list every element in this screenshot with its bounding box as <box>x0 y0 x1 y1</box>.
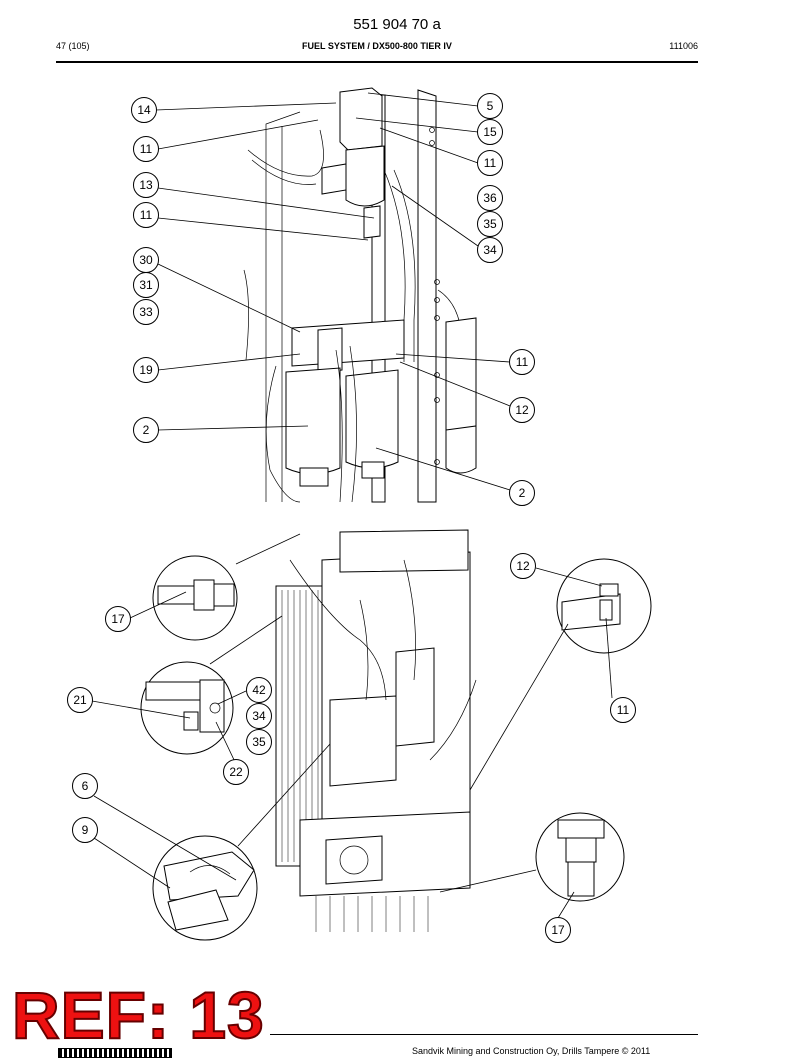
page-reference: 47 (105) <box>56 41 90 51</box>
callout-12: 12 <box>509 397 535 423</box>
callout-33: 33 <box>133 299 159 325</box>
svg-text:12: 12 <box>516 559 530 573</box>
svg-text:5: 5 <box>487 99 494 113</box>
company-logo <box>58 1048 172 1058</box>
callout-15: 15 <box>477 119 503 145</box>
callout-42: 42 <box>246 677 272 703</box>
page-header: 47 (105) FUEL SYSTEM / DX500-800 TIER IV… <box>56 41 698 55</box>
svg-text:11: 11 <box>140 142 153 156</box>
detail-circle-6-9 <box>152 835 258 941</box>
callout-35: 35 <box>246 729 272 755</box>
detail-circle-17-bottom <box>535 812 625 902</box>
callout-31: 31 <box>133 272 159 298</box>
callout-5: 5 <box>477 93 503 119</box>
svg-text:31: 31 <box>139 278 153 292</box>
detail-circle-21-42 <box>140 661 234 755</box>
upper-callouts: 14 11 13 11 30 31 33 19 2 5 15 11 36 35 … <box>131 93 535 506</box>
footer-copyright: Sandvik Mining and Construction Oy, Dril… <box>412 1046 651 1056</box>
svg-text:6: 6 <box>82 779 89 793</box>
callout-6: 6 <box>72 773 98 799</box>
svg-text:11: 11 <box>140 208 153 222</box>
callout-36: 36 <box>477 185 503 211</box>
callout-11: 11 <box>509 349 535 375</box>
callout-11: 11 <box>477 150 503 176</box>
svg-text:17: 17 <box>111 612 125 626</box>
document-date: 111006 <box>669 41 698 51</box>
svg-text:11: 11 <box>484 156 497 170</box>
callout-11: 11 <box>133 202 159 228</box>
svg-text:14: 14 <box>137 103 151 117</box>
svg-text:2: 2 <box>143 423 150 437</box>
lower-engine-illustration <box>275 529 477 932</box>
callout-17: 17 <box>545 917 571 943</box>
svg-text:15: 15 <box>483 125 497 139</box>
svg-text:12: 12 <box>515 403 529 417</box>
svg-text:22: 22 <box>229 765 243 779</box>
svg-text:35: 35 <box>252 735 266 749</box>
svg-text:30: 30 <box>139 253 153 267</box>
svg-text:19: 19 <box>139 363 153 377</box>
svg-text:9: 9 <box>82 823 89 837</box>
callout-21: 21 <box>67 687 93 713</box>
detail-circle-17-top <box>152 555 238 641</box>
svg-text:34: 34 <box>483 243 497 257</box>
upper-leader-lines <box>155 92 511 491</box>
upper-assembly-illustration <box>243 87 477 503</box>
section-title: FUEL SYSTEM / DX500-800 TIER IV <box>302 41 452 51</box>
callout-34: 34 <box>477 237 503 263</box>
callout-17: 17 <box>105 606 131 632</box>
svg-text:17: 17 <box>551 923 565 937</box>
document-number: 551 904 70 a <box>353 16 441 33</box>
callout-34: 34 <box>246 703 272 729</box>
callout-2: 2 <box>509 480 535 506</box>
callout-35: 35 <box>477 211 503 237</box>
callout-13: 13 <box>133 172 159 198</box>
footer-rule <box>270 1034 698 1035</box>
svg-text:11: 11 <box>617 703 630 717</box>
header-rule <box>56 61 698 63</box>
callout-12: 12 <box>510 553 536 579</box>
callout-19: 19 <box>133 357 159 383</box>
lower-callouts: 17 21 42 34 35 22 6 9 12 11 17 <box>67 553 636 943</box>
ref-stamp: REF: 13 <box>11 978 265 1052</box>
lower-leader-lines <box>91 533 613 919</box>
detail-circle-12-11 <box>556 558 652 654</box>
callout-14: 14 <box>131 97 157 123</box>
svg-text:42: 42 <box>252 683 266 697</box>
svg-text:11: 11 <box>516 355 529 369</box>
svg-text:35: 35 <box>483 217 497 231</box>
svg-text:34: 34 <box>252 709 266 723</box>
svg-text:33: 33 <box>139 305 153 319</box>
callout-9: 9 <box>72 817 98 843</box>
svg-text:21: 21 <box>73 693 87 707</box>
callout-2: 2 <box>133 417 159 443</box>
svg-text:13: 13 <box>139 178 153 192</box>
callout-11: 11 <box>610 697 636 723</box>
callout-22: 22 <box>223 759 249 785</box>
svg-text:2: 2 <box>519 486 526 500</box>
callout-30: 30 <box>133 247 159 273</box>
svg-text:36: 36 <box>483 191 497 205</box>
callout-11: 11 <box>133 136 159 162</box>
